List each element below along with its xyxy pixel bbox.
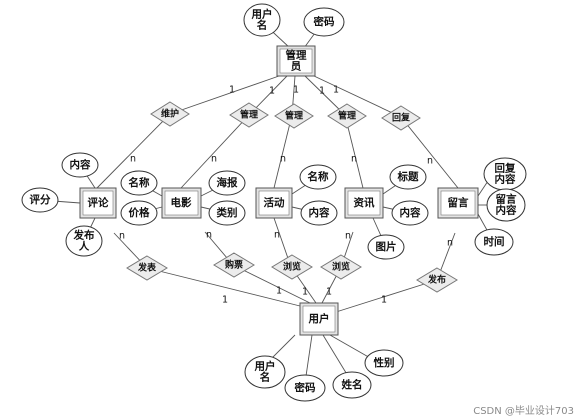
attribute-label: 用户名 — [254, 360, 276, 384]
entity-label: 管理员 — [286, 49, 307, 73]
attribute-label: 标题 — [397, 170, 419, 183]
attribute-label: 内容 — [70, 158, 91, 171]
cardinality-label: n — [427, 156, 433, 167]
rel-manage-movie: 管理 — [229, 102, 269, 128]
attr-movie-price: 价格 — [120, 200, 158, 226]
cardinality-label: n — [211, 154, 217, 165]
attr-admin-password: 密码 — [303, 7, 345, 37]
relationship-label: 管理 — [285, 110, 303, 122]
attr-movie-category: 类别 — [208, 200, 246, 226]
attribute-label: 性别 — [374, 356, 395, 369]
attribute-label: 留言内容 — [496, 193, 517, 217]
entity-news: 资讯 — [344, 187, 384, 219]
attr-news-title: 标题 — [389, 164, 427, 190]
rel-manage-activity: 管理 — [274, 103, 314, 129]
entity-label: 留言 — [448, 196, 469, 209]
cardinality-label: 1 — [269, 86, 275, 97]
relationship-label: 管理 — [240, 109, 258, 121]
attribute-label: 回复内容 — [495, 162, 516, 186]
attr-comment-publisher: 发布人 — [65, 225, 103, 257]
attr-comment-score: 评分 — [21, 187, 59, 213]
attribute-label: 名称 — [308, 170, 329, 183]
attribute-label: 评分 — [30, 193, 51, 206]
relationship-label: 浏览 — [283, 261, 301, 273]
cardinality-label: n — [119, 231, 125, 242]
entity-label: 资讯 — [354, 196, 375, 209]
entity-admin: 管理员 — [276, 45, 316, 77]
attr-message-time: 时间 — [474, 228, 514, 256]
rel-maintain: 维护 — [150, 101, 190, 127]
relationship-label: 购票 — [225, 259, 243, 271]
attr-news-content: 内容 — [391, 200, 429, 226]
relationship-label: 回复 — [392, 112, 411, 124]
attribute-label: 价格 — [129, 206, 150, 219]
watermark: CSDN @毕业设计703 — [473, 406, 574, 417]
cardinality-label: 1 — [276, 286, 282, 297]
attribute-label: 用户名 — [251, 8, 273, 32]
rel-publish-message: 发布 — [416, 267, 458, 293]
relationship-label: 浏览 — [332, 261, 350, 273]
entity-movie: 电影 — [161, 187, 202, 219]
rel-reply: 回复 — [381, 105, 421, 131]
cardinality-labels: 1 1 1 1 1 n n n n n n n n n n 1 1 1 1 1 — [119, 85, 453, 306]
attr-user-gender: 性别 — [364, 349, 404, 377]
cardinality-label: 1 — [381, 295, 387, 306]
attribute-label: 内容 — [309, 206, 330, 219]
attr-comment-content: 内容 — [61, 152, 99, 178]
attr-news-image: 图片 — [367, 234, 405, 260]
cardinality-label: n — [274, 230, 280, 241]
attr-message-content: 留言内容 — [486, 188, 526, 222]
rel-browse-activity: 浏览 — [271, 254, 313, 280]
attribute-label: 密码 — [314, 15, 335, 28]
attribute-label: 姓名 — [342, 378, 363, 391]
attr-activity-name: 名称 — [299, 164, 337, 190]
attribute-label: 内容 — [400, 206, 421, 219]
cardinality-label: 1 — [302, 287, 308, 298]
attribute-label: 时间 — [484, 235, 505, 248]
relationship-label: 发表 — [137, 262, 157, 274]
entity-label: 活动 — [264, 196, 285, 209]
cardinality-label: n — [351, 154, 357, 165]
entity-comment: 评论 — [79, 187, 117, 219]
rel-publish-comment: 发表 — [126, 255, 168, 281]
cardinality-label: 1 — [333, 85, 339, 96]
relationship-label: 发布 — [427, 274, 446, 286]
cardinality-label: 1 — [326, 287, 332, 298]
relationship-label: 维护 — [161, 108, 179, 120]
cardinality-label: 1 — [222, 295, 228, 306]
attr-user-username: 用户名 — [244, 355, 286, 389]
relationship-label: 管理 — [338, 110, 356, 122]
attribute-label: 名称 — [129, 176, 150, 189]
attribute-label: 发布人 — [73, 229, 95, 253]
attribute-label: 海报 — [217, 176, 238, 189]
attr-movie-poster: 海报 — [208, 170, 246, 196]
cardinality-label: n — [447, 238, 453, 249]
attr-message-reply-content: 回复内容 — [483, 157, 527, 191]
attribute-label: 密码 — [295, 381, 316, 394]
cardinality-label: n — [345, 231, 351, 242]
entity-label: 电影 — [171, 196, 192, 209]
rel-manage-news: 管理 — [327, 103, 367, 129]
attr-user-password: 密码 — [284, 374, 326, 402]
attribute-label: 类别 — [217, 206, 238, 219]
cardinality-label: 1 — [319, 86, 325, 97]
cardinality-label: n — [130, 154, 136, 165]
attr-activity-content: 内容 — [300, 200, 338, 226]
attr-admin-username: 用户名 — [243, 3, 281, 37]
entity-activity: 活动 — [255, 187, 293, 219]
rel-buy-ticket: 购票 — [213, 252, 255, 278]
cardinality-label: 1 — [229, 85, 235, 96]
entity-label: 用户 — [308, 312, 330, 325]
rel-browse-news: 浏览 — [320, 254, 362, 280]
attr-user-name: 姓名 — [332, 371, 372, 399]
cardinality-label: n — [206, 230, 212, 241]
cardinality-label: 1 — [293, 85, 299, 96]
cardinality-label: n — [280, 154, 286, 165]
attr-movie-name: 名称 — [120, 170, 158, 196]
entity-user: 用户 — [299, 302, 339, 336]
attribute-label: 图片 — [376, 240, 397, 253]
entity-label: 评论 — [88, 196, 109, 209]
entity-message: 留言 — [437, 187, 479, 219]
